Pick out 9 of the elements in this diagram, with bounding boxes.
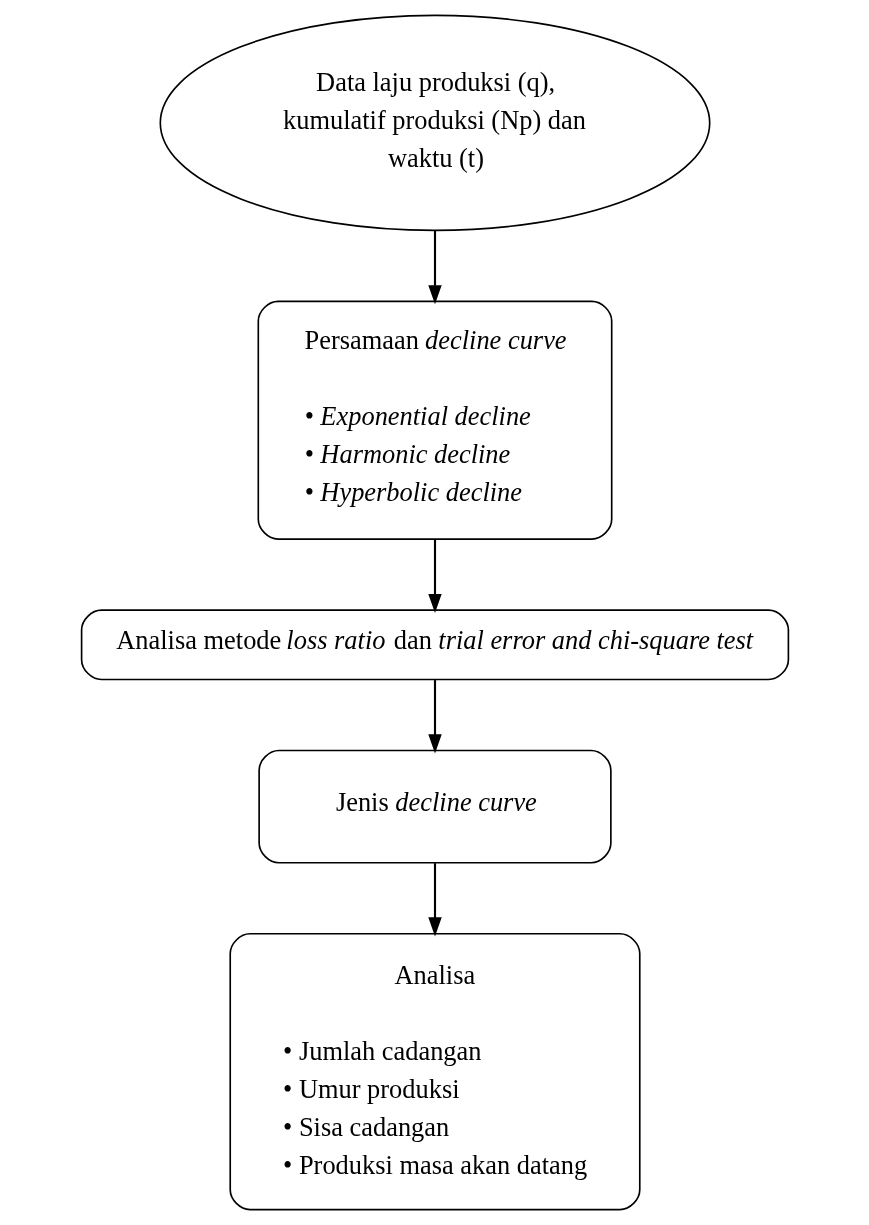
arrow <box>427 680 442 754</box>
node-box: Persamaan decline curve • Exponential decline • Harmonic decline • Hyperbolic decline <box>256 300 613 540</box>
node-box: Analisa metode loss ratio dan trial error and chi-square test <box>80 609 789 681</box>
node-box: Jenis decline curve <box>257 749 612 864</box>
node-box: Analisa • Jumlah cadangan • Umur produksi • Sisa cadangan • Produksi masa akan datang <box>228 932 641 1211</box>
arrow <box>427 539 442 614</box>
arrow <box>427 230 442 305</box>
arrow <box>427 863 442 937</box>
node-ellipse: Data laju produksi (q), kumulatif produksi (Np) dan waktu (t) <box>159 14 710 232</box>
